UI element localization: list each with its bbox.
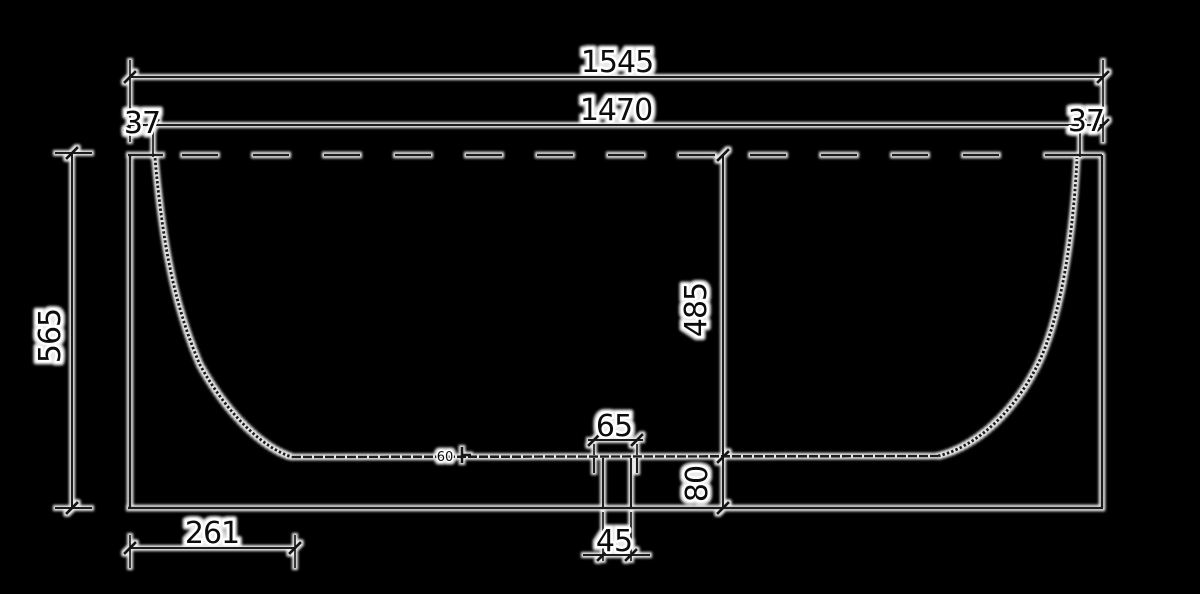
dimension-inner-depth-and-base: 485 80 [677,148,730,515]
dim-label-rim-offset-left: 37 [124,106,160,141]
basin-floor-line [291,454,939,459]
dim-label-overall-height: 565 [33,309,68,363]
dimension-drain-flange: 65 [587,407,644,455]
dimension-tick [1096,118,1110,132]
dimension-tick [123,118,137,132]
drain-assembly [592,458,639,507]
dimension-tick [716,450,730,464]
dimension-overall-height: 565 [31,146,92,515]
dimension-drain-outlet: 45 [583,512,650,562]
dim-label-floor-start-offset: 261 [185,516,239,551]
dim-label-inner-rim-length: 1470 [580,93,652,128]
dimension-inner-rim-length: 1470 37 37 [121,91,1110,157]
dimension-tick [630,433,644,447]
dim-label-inner-depth: 485 [679,283,714,337]
dimension-tick [288,541,302,555]
dimension-tick [65,146,79,160]
dimension-tick [1073,118,1087,132]
dimension-tick [587,433,601,447]
dim-label-base-gap-height: 80 [680,466,715,502]
outer-profile [128,153,1104,510]
dim-label-overall-length: 1545 [581,45,653,80]
dim-label-drain-flange-width: 65 [596,409,632,444]
basin-left-wall-curve [153,157,293,459]
dimension-overall-length: 1545 [123,43,1110,142]
dimension-tick [123,70,137,84]
inner-basin-profile: 60 [153,157,1079,467]
floor-mark-label: 60 [437,450,454,465]
dimension-tick [716,148,730,162]
dimension-tick [123,541,137,555]
dimension-tick [596,548,610,562]
dimension-floor-start-offset: 261 [123,514,302,568]
dimension-tick [624,548,638,562]
basin-right-wall-curve [937,157,1079,458]
dimension-tick [1096,70,1110,84]
dim-label-drain-outlet-width: 45 [596,524,632,559]
dimension-tick [146,118,160,132]
dimension-tick [65,501,79,515]
dim-label-rim-offset-right: 37 [1068,104,1104,139]
dimension-tick [716,501,730,515]
floor-center-mark: 60 [435,447,471,467]
